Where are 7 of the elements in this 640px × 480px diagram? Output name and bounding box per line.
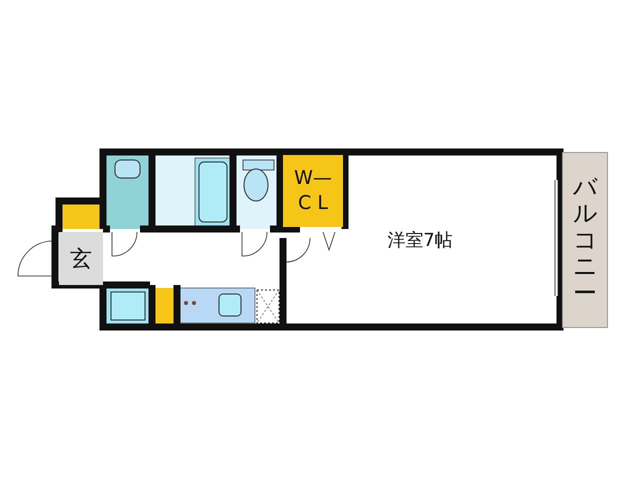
room-label: バルコニー <box>573 174 597 306</box>
room-label: W— C L <box>293 166 333 216</box>
room-label: 洋室7帖 <box>387 228 453 252</box>
closet-area <box>283 155 343 227</box>
balcony-area <box>562 152 608 328</box>
entrance-area <box>59 232 103 285</box>
room-label: 玄 <box>70 246 92 274</box>
